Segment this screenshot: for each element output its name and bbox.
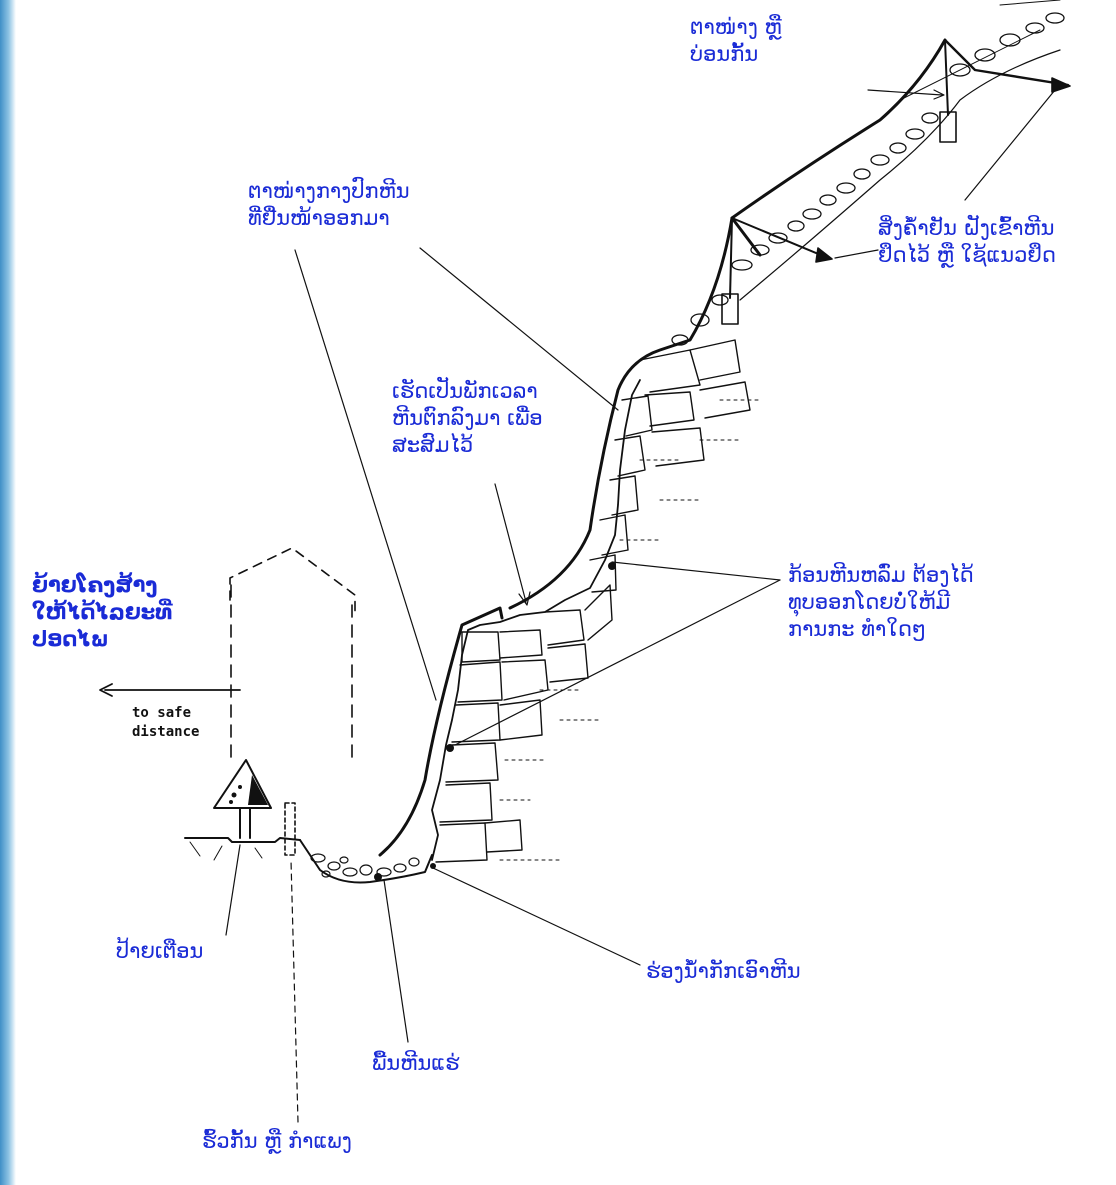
warning-sign-triangle [213, 759, 272, 809]
leader-bench [494, 483, 527, 603]
leader-sign [225, 844, 241, 936]
left-edge-gradient [0, 0, 16, 1185]
leader-ditch [432, 867, 641, 966]
ground-line-left [184, 837, 301, 843]
relocated-structure-outline [229, 547, 356, 613]
label-bench: ເຮັດເປັນພັກເວລາ ຫີນຕົກລົງມາ ເພື່ອ ສະສົມໄ… [392, 379, 543, 457]
label-loose-blocks: ກ້ອນຫີນຫລົ່ມ ຕ້ອງໄດ້ ທຸບອອກໂດຍບໍ່ໃຫ້ມີ ກ… [788, 563, 974, 641]
safe-distance-arrowhead [99, 683, 113, 697]
label-safe-distance: to safe distance [132, 705, 200, 740]
leader-anchor-b [834, 249, 879, 259]
leader-mesh-b [419, 247, 619, 411]
upper-fence-post [944, 39, 949, 116]
ditch-profile [299, 839, 433, 884]
lower-mesh-line [378, 606, 504, 857]
fence-post [284, 802, 296, 856]
label-fence: ຮົ້ວກັ້ນ ຫຼື ກຳແພງ [202, 1129, 352, 1153]
leader-loose-b [454, 579, 781, 746]
label-relocate-structure: ຍ້າຍໂຄງສ້າງ ໃຫ້ໄດ້ໄລຍະທີ່ ປອດໄພ [32, 573, 173, 651]
label-anchors: ສິ່ງຄໍ້າຢັນ ຝັງເຂົ້າຫີນ ຢຶດໄວ້ ຫຼື ໃຊ້ແນ… [878, 216, 1056, 267]
label-warning-sign: ປ້າຍເຕືອນ [116, 939, 204, 963]
leader-anchor-a [964, 89, 1056, 201]
leader-top-fence [867, 89, 943, 96]
upper-mesh-line [730, 38, 947, 257]
middle-fence-post [729, 217, 733, 299]
leader-mesh-a [294, 249, 437, 701]
lower-rock-face [431, 379, 641, 861]
leader-fence [290, 859, 299, 1123]
label-rock-mesh: ຕາໜ່າງກາງປົກຫີນ ທີ່ຢື່ນໜ້າອອກມາ [248, 179, 410, 230]
leader-loose-a [611, 561, 781, 581]
label-ditch: ຮ່ອງນໍ້າກັກເອົາຫີນ [646, 959, 801, 983]
label-rock-floor: ພື້ນຫີນແຮ່ [372, 1051, 460, 1075]
top-mesh-line [943, 38, 1070, 87]
bench-mesh-line [508, 216, 734, 610]
leader-rock-floor [383, 879, 409, 1043]
upper-slope-face [739, 49, 1061, 301]
label-top-catch-fence: ຕາໜ່າງ ຫຼື ບ່ອນກັ້ນ [690, 15, 782, 66]
